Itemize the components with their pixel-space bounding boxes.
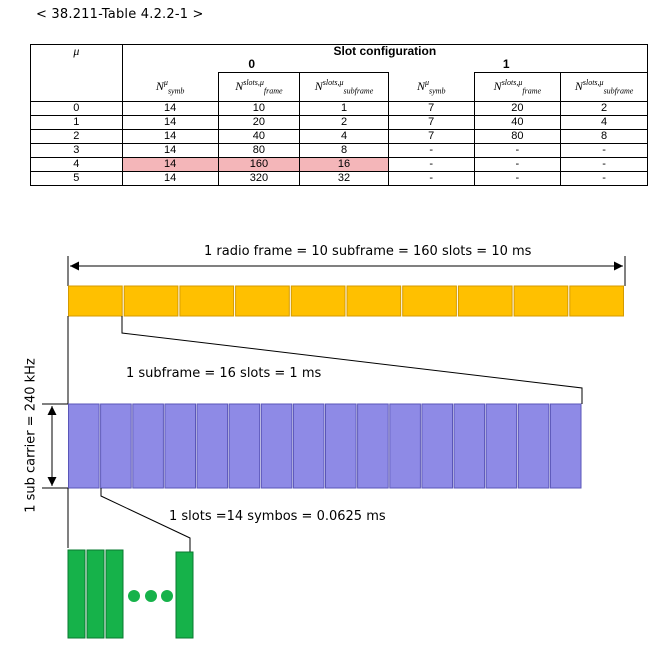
ellipsis-dot: [128, 590, 140, 602]
slot-block: [100, 403, 132, 489]
subframe-bar: [68, 285, 624, 317]
symbol-block: [175, 551, 194, 639]
slot-config-header-cell: Slot configuration 0 1: [121, 44, 649, 73]
table-cell: 14: [121, 157, 219, 172]
slot-block: [453, 403, 486, 489]
subheader-cell: Nslots,μsubframe: [299, 72, 389, 102]
slot-block: [164, 403, 196, 489]
slot-label: 1 slots =14 symbos = 0.0625 ms: [169, 509, 386, 524]
table-cell: 10: [217, 101, 301, 116]
slot-block: [357, 403, 389, 489]
ellipsis-dot: [145, 590, 157, 602]
slot-block: [260, 403, 293, 489]
slot-block: [228, 403, 261, 489]
table-cell: 14: [121, 143, 219, 158]
subheader-cell: Nslots,μframe: [473, 72, 562, 102]
slot-block: [196, 403, 229, 489]
slot-bar: [68, 403, 582, 489]
slot-block: [517, 403, 550, 489]
mu-cell: 5: [30, 171, 123, 186]
slot-block: [389, 403, 421, 489]
subframe-block: [123, 285, 179, 317]
table-cell: 20: [217, 115, 301, 130]
table-subheader-row: Nμsymb Nslots,μframe Nslots,μsubframe Nμsym…: [31, 72, 648, 102]
slot-block: [68, 403, 100, 489]
subheader-symbol: Nslots,μframe: [235, 78, 283, 96]
slot-block: [421, 403, 453, 489]
slot-block: [549, 403, 582, 489]
symbol-group: [67, 549, 194, 639]
slot-block: [325, 403, 357, 489]
subheader-symbol: Nslots,μframe: [493, 78, 542, 96]
symbol-block: [67, 549, 86, 639]
config-label-row: 0 1: [123, 58, 647, 71]
subframe-block: [457, 285, 513, 317]
subheader-symbol: Nslots,μsubframe: [314, 78, 374, 96]
subheader-symbol: Nslots,μsubframe: [574, 78, 634, 96]
ellipsis-dot: [161, 590, 173, 602]
table-cell: -: [560, 171, 648, 186]
table-cell: 160: [217, 157, 301, 172]
table-cell: 32: [299, 171, 389, 186]
subframe-block: [68, 285, 123, 317]
slot-configuration-table: μ Slot configuration 0 1 Nμsymb Nslots,μf…: [30, 44, 649, 186]
subheader-symbol: Nμsymb: [155, 77, 185, 96]
symbol-block: [86, 549, 105, 639]
subframe-block: [513, 285, 569, 317]
subframe-block: [402, 285, 457, 317]
symbol-block: [105, 549, 124, 639]
table-cell: 320: [217, 171, 301, 186]
slot-block: [485, 403, 518, 489]
subcarrier-label: 1 sub carrier = 240 kHz: [23, 358, 39, 513]
mu-header-cell: μ: [30, 44, 123, 102]
radio-frame-label: 1 radio frame = 10 subframe = 160 slots …: [204, 244, 532, 259]
subframe-label: 1 subframe = 16 slots = 1 ms: [126, 366, 322, 381]
table-header-row-1: μ Slot configuration 0 1: [30, 44, 649, 102]
config-label-1: 1: [502, 57, 510, 71]
subframe-block: [346, 285, 402, 317]
config-label-0: 0: [248, 57, 256, 71]
subframe-block: [235, 285, 290, 317]
subheader-symbol: Nμsymb: [416, 77, 446, 96]
subframe-block: [179, 285, 235, 317]
slot-block: [132, 403, 164, 489]
slot-config-header: Slot configuration: [333, 44, 437, 58]
zoom-line-slot-right: [100, 488, 191, 552]
table-title: < 38.211-Table 4.2.2-1 >: [36, 7, 204, 22]
table-cell: 14: [121, 171, 219, 186]
table-cell: 16: [299, 157, 389, 172]
mu-header: μ: [73, 44, 80, 58]
slot-block: [292, 403, 325, 489]
subframe-block: [290, 285, 346, 317]
subframe-block: [569, 285, 624, 317]
zoom-line-subframe-right: [121, 316, 583, 404]
